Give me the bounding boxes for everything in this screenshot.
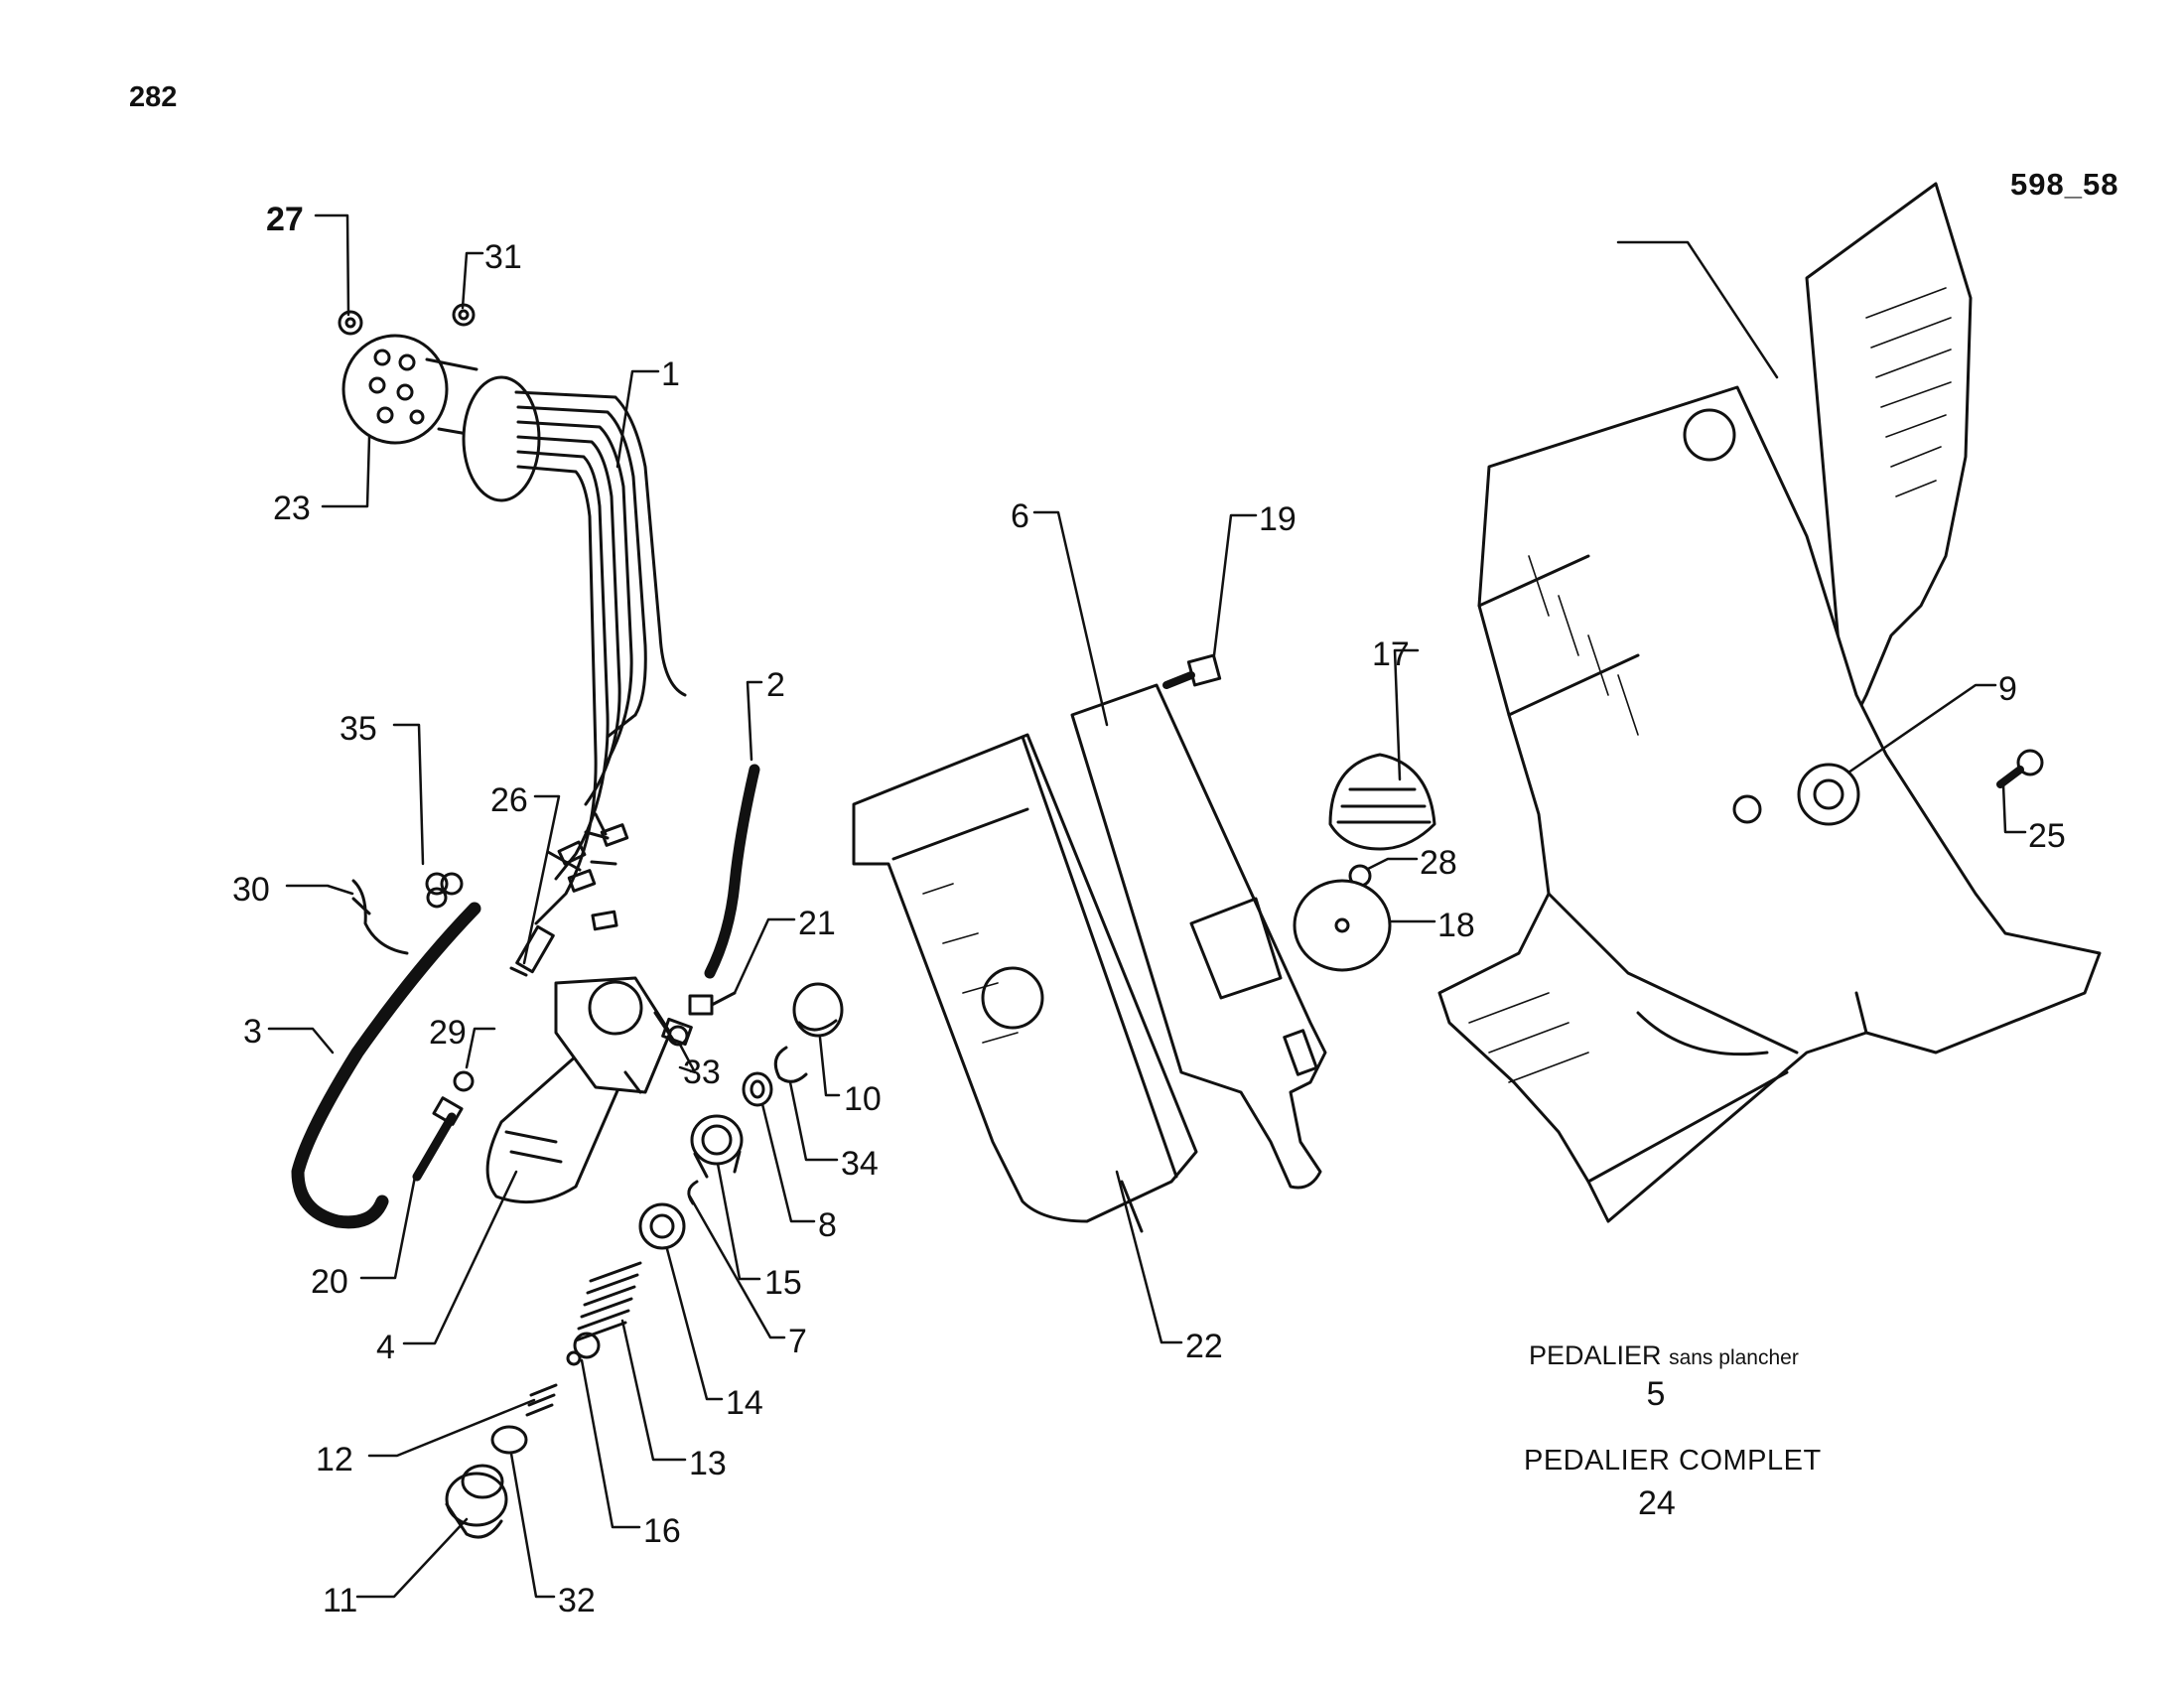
- caption-pedalier-complet: PEDALIER COMPLET: [1524, 1445, 1822, 1477]
- caption-main-word: PEDALIER: [1529, 1340, 1662, 1370]
- callout-28: 28: [1420, 844, 1457, 882]
- part-13-spring: [574, 1261, 642, 1342]
- part-34-circlip: [773, 1046, 808, 1083]
- callout-labels: 27 31 1 23 2 35 26 30 3 29 20 4 21 33 10…: [232, 201, 2066, 1619]
- callout-8: 8: [818, 1206, 837, 1244]
- part-18-cup: [1293, 879, 1392, 972]
- plate-reference: 598_58: [2010, 167, 2119, 202]
- part-19-bolt: [1162, 653, 1222, 689]
- part-20-screw: [412, 1096, 464, 1182]
- part-17-boot: [1328, 753, 1436, 851]
- callout-10: 10: [844, 1080, 882, 1118]
- part-26-bolt: [509, 924, 555, 977]
- caption-ref-number-5: 5: [1646, 1375, 1666, 1413]
- shading-hatch: [922, 287, 1952, 1083]
- part-16-valve: [566, 1332, 601, 1366]
- part-11-end-plug: [445, 1464, 508, 1539]
- part-29-washer: [453, 1070, 475, 1092]
- callout-33: 33: [683, 1054, 721, 1091]
- callout-22: 22: [1185, 1328, 1223, 1365]
- part-2-hose: [704, 764, 760, 979]
- part-10-cap: [792, 982, 844, 1038]
- callout-29: 29: [429, 1014, 467, 1052]
- callout-30: 30: [232, 871, 270, 909]
- part-27-nut: [338, 310, 363, 336]
- callout-1: 1: [661, 355, 680, 393]
- part-25-bolt: [1996, 749, 2044, 788]
- pedal-assembly-frame: [1437, 182, 2102, 1223]
- callout-7: 7: [788, 1323, 807, 1360]
- callout-3: 3: [243, 1013, 262, 1051]
- part-35-clip: [425, 872, 464, 909]
- callout-20: 20: [311, 1263, 348, 1301]
- callout-13: 13: [689, 1445, 727, 1482]
- part-6-bracket-plate: [1070, 683, 1327, 1190]
- part-30-spring-clip: [351, 879, 409, 955]
- callout-34: 34: [841, 1145, 879, 1183]
- part-1-tube-bundle: [462, 375, 687, 931]
- callout-6: 6: [1011, 497, 1029, 535]
- callout-16: 16: [643, 1512, 681, 1550]
- callout-12: 12: [316, 1441, 353, 1478]
- caption-ref-number-24: 24: [1638, 1484, 1676, 1522]
- callout-17: 17: [1372, 635, 1410, 673]
- part-15-cup: [690, 1114, 744, 1179]
- callout-15: 15: [764, 1264, 802, 1302]
- callout-27: 27: [266, 201, 304, 238]
- part-22-bracket: [852, 733, 1198, 1233]
- callout-35: 35: [340, 710, 377, 748]
- callout-26: 26: [490, 781, 528, 819]
- part-32-o-ring: [490, 1425, 528, 1455]
- caption-qualifier: sans plancher: [1669, 1346, 1799, 1369]
- callout-2: 2: [766, 666, 785, 704]
- callout-9: 9: [1998, 670, 2017, 708]
- callout-23: 23: [273, 490, 311, 527]
- part-14-piston: [638, 1202, 686, 1250]
- part-21-bleed-screw: [688, 991, 737, 1016]
- part-12-spring: [525, 1383, 558, 1417]
- callout-11: 11: [323, 1582, 357, 1619]
- callout-18: 18: [1437, 907, 1475, 944]
- callout-14: 14: [726, 1384, 763, 1422]
- part-4-master-cylinder: [485, 976, 693, 1204]
- part-33-washer: [667, 1025, 689, 1047]
- caption-pedalier-sans-plancher: PEDALIER sans plancher: [1529, 1340, 1799, 1371]
- part-8-seal: [742, 1071, 773, 1107]
- leader-lines: [267, 213, 2027, 1599]
- part-23-flange: [341, 334, 486, 445]
- callout-21: 21: [798, 905, 836, 942]
- callout-32: 32: [558, 1582, 596, 1619]
- part-3-hose: [291, 902, 481, 1229]
- callout-19: 19: [1259, 500, 1297, 538]
- callout-4: 4: [376, 1329, 395, 1366]
- callout-25: 25: [2028, 817, 2066, 855]
- callout-31: 31: [484, 238, 522, 276]
- page-number: 282: [129, 81, 178, 113]
